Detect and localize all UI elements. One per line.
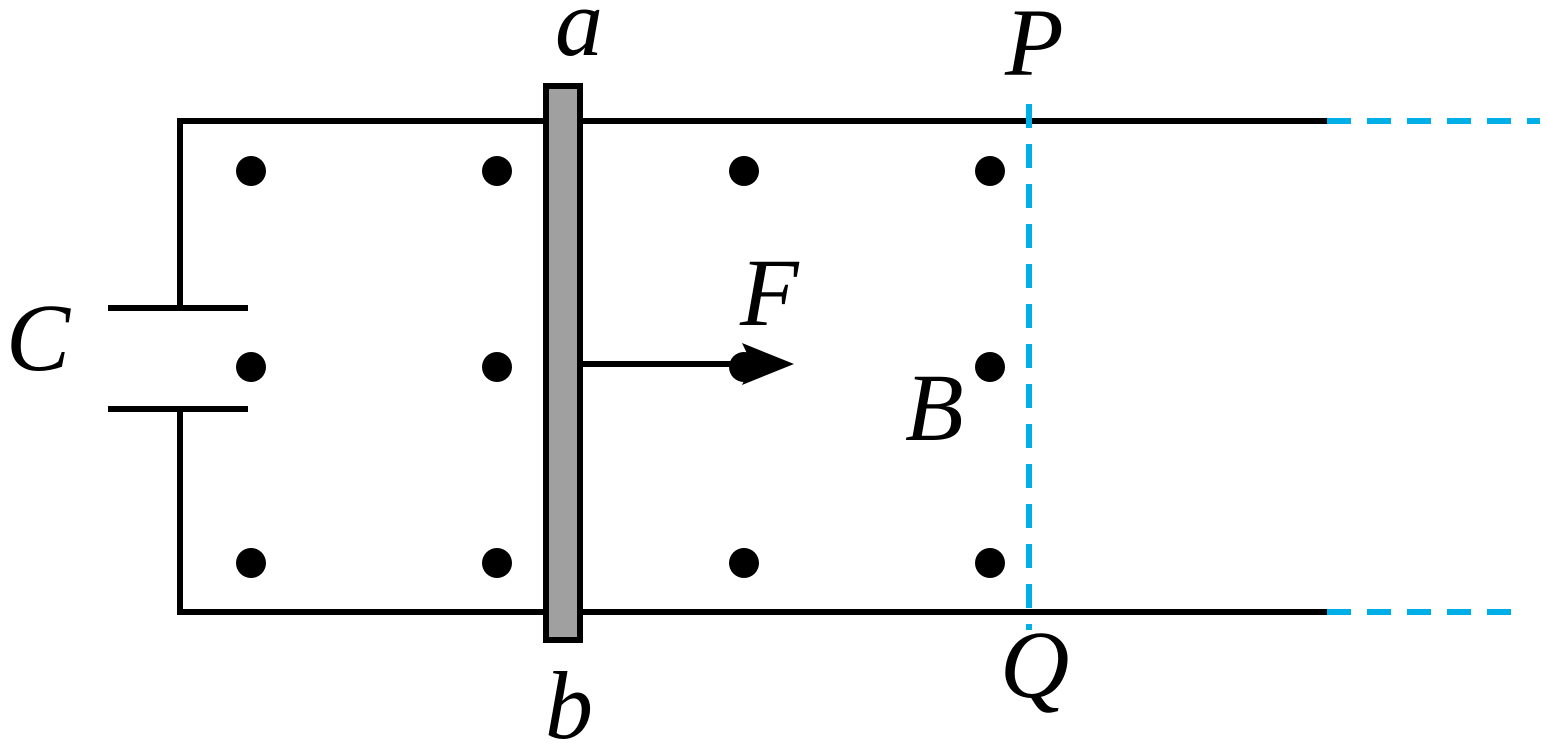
field-dot <box>236 352 266 382</box>
boundary-top-label: P <box>1004 0 1064 96</box>
field-dot <box>975 548 1005 578</box>
rod-top-label: a <box>555 0 603 76</box>
field-dot <box>236 548 266 578</box>
field-dot <box>975 352 1005 382</box>
force-arrowhead <box>742 343 794 385</box>
field-dot <box>482 548 512 578</box>
field-dot <box>975 156 1005 186</box>
field-label: B <box>905 354 964 461</box>
field-dot <box>236 156 266 186</box>
boundary-bottom-label: Q <box>1000 611 1069 718</box>
capacitor-label: C <box>6 284 71 391</box>
field-dot <box>729 156 759 186</box>
rod-bottom-label: b <box>545 652 593 752</box>
conducting-rod-ab <box>543 83 583 643</box>
field-dot <box>729 548 759 578</box>
force-label: F <box>739 239 800 346</box>
field-dot <box>482 352 512 382</box>
field-dot <box>482 156 512 186</box>
